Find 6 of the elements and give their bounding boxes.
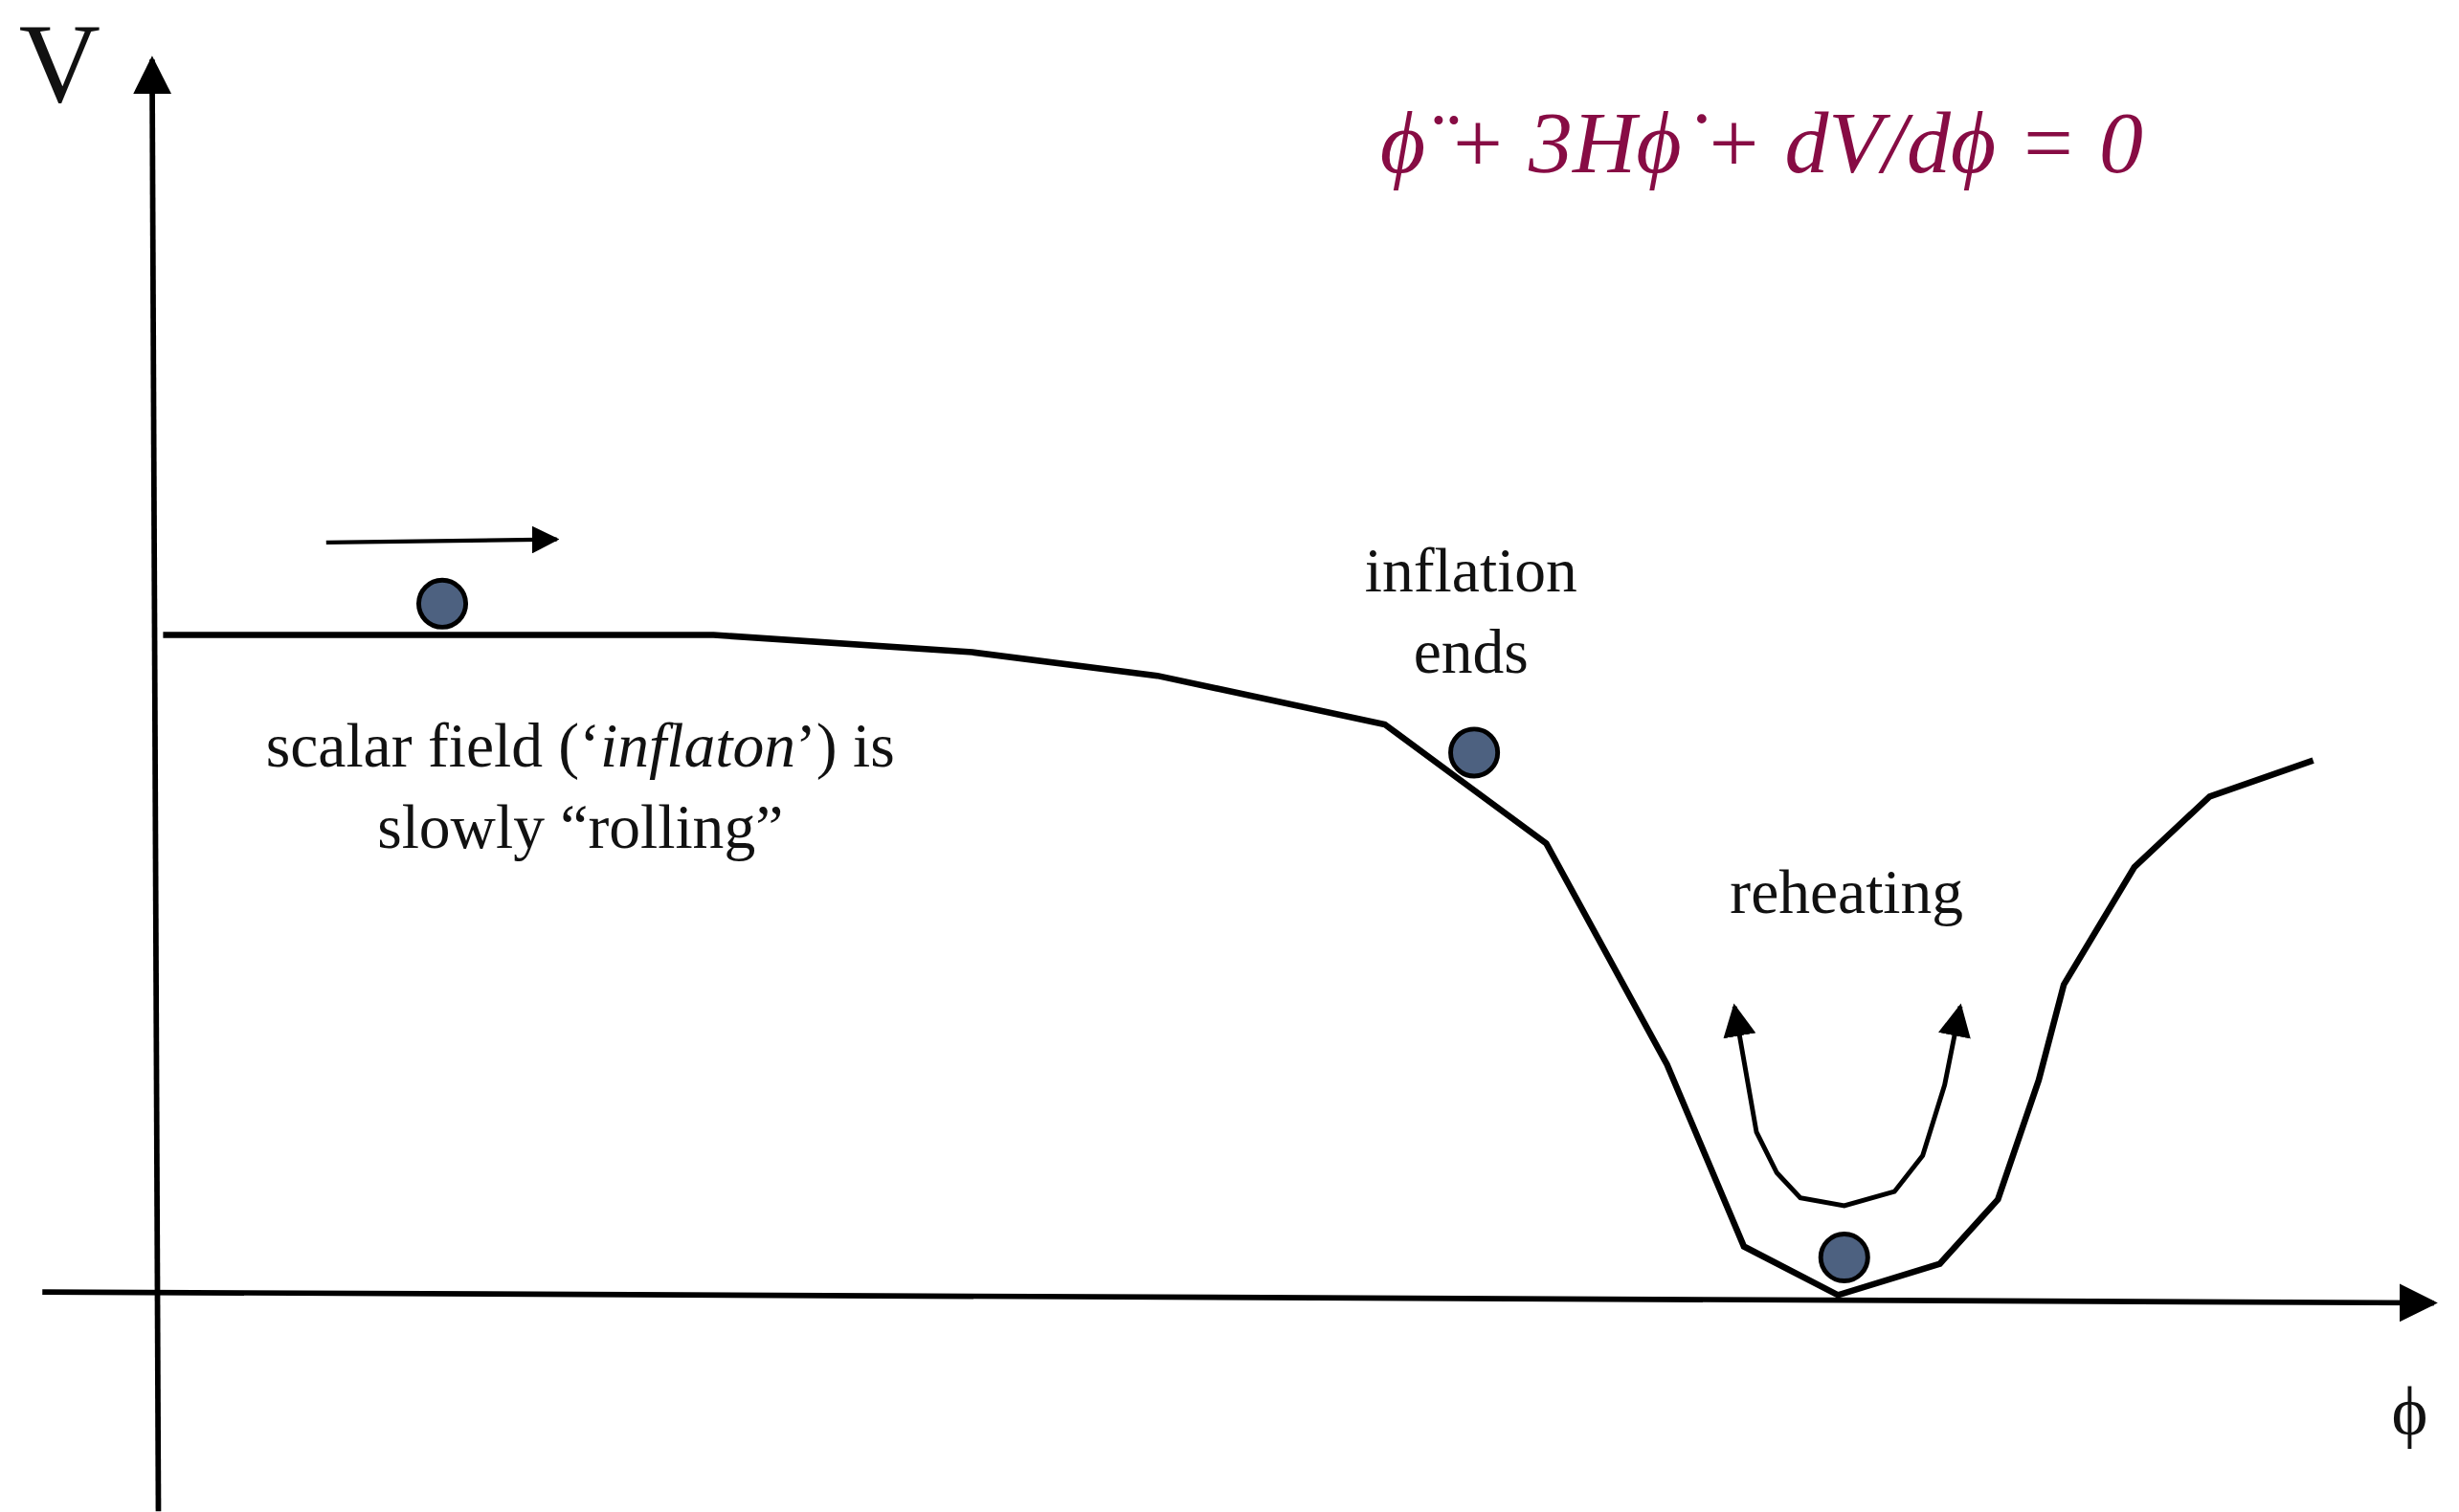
annotation-text: inflation ends [1363,533,1578,689]
annotation-text: reheating [1729,855,1965,929]
axis-label: V [18,0,101,129]
axis-label: ϕ [2391,1372,2429,1453]
annotation-text: scalar field (‘inflaton’) is slowly “rolling” [264,709,896,865]
equation: ϕ̈ + 3Hϕ̇ + dV/dϕ = 0 [1379,93,2144,193]
